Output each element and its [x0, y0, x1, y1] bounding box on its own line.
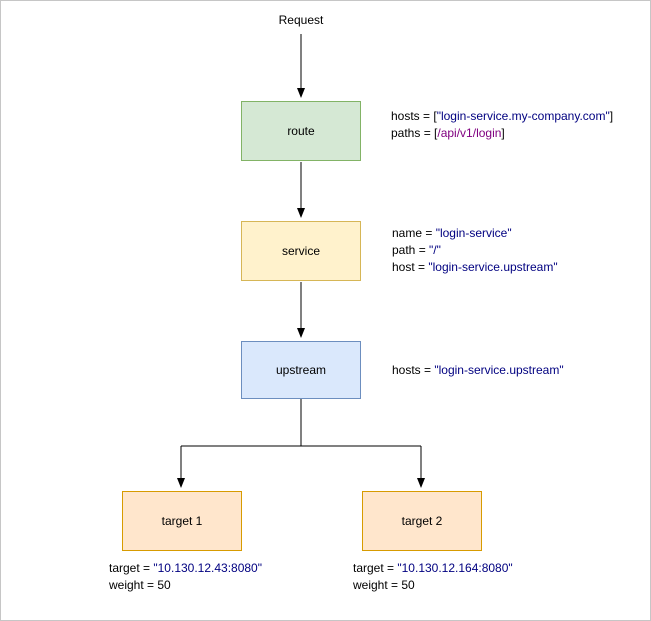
- target1-target-key: target =: [109, 561, 154, 575]
- upstream-hosts-line: hosts = "login-service.upstream": [392, 362, 564, 379]
- node-target1-label: target 1: [161, 514, 203, 528]
- target1-target-line: target = "10.130.12.43:8080": [109, 560, 262, 577]
- route-paths-key: paths = [: [391, 126, 438, 140]
- target2-annotation: target = "10.130.12.164:8080" weight = 5…: [353, 560, 513, 594]
- route-paths-close: ]: [501, 126, 505, 140]
- service-host-line: host = "login-service.upstream": [392, 259, 558, 276]
- target2-weight-line: weight = 50: [353, 578, 415, 592]
- node-target2: target 2: [362, 491, 482, 551]
- upstream-hosts-key: hosts =: [392, 363, 435, 377]
- node-service-label: service: [281, 244, 320, 258]
- node-upstream-label: upstream: [275, 363, 327, 377]
- route-paths-line: paths = [/api/v1/login]: [391, 125, 613, 142]
- node-upstream: upstream: [241, 341, 361, 399]
- target2-target-line: target = "10.130.12.164:8080": [353, 560, 513, 577]
- target2-target-value: "10.130.12.164:8080": [397, 561, 513, 575]
- service-annotation: name = "login-service" path = "/" host =…: [392, 225, 558, 276]
- route-hosts-value: "login-service.my-company.com": [436, 109, 610, 123]
- request-label: Request: [278, 13, 324, 27]
- edge-upstream-branch: [181, 399, 421, 447]
- target2-target-key: target =: [353, 561, 398, 575]
- upstream-annotation: hosts = "login-service.upstream": [392, 362, 564, 379]
- node-route: route: [241, 101, 361, 161]
- upstream-hosts-value: "login-service.upstream": [434, 363, 564, 377]
- service-path-line: path = "/": [392, 242, 558, 259]
- service-name-key: name =: [392, 226, 436, 240]
- service-name-line: name = "login-service": [392, 225, 558, 242]
- target1-target-value: "10.130.12.43:8080": [153, 561, 262, 575]
- route-annotation: hosts = ["login-service.my-company.com"]…: [391, 108, 613, 142]
- route-hosts-close: ]: [609, 109, 614, 123]
- node-target1: target 1: [122, 491, 242, 551]
- service-path-value: "/": [429, 243, 441, 257]
- node-service: service: [241, 221, 361, 281]
- service-path-key: path =: [392, 243, 430, 257]
- service-name-value: "login-service": [435, 226, 512, 240]
- target1-weight-line: weight = 50: [109, 578, 171, 592]
- service-host-key: host =: [392, 260, 429, 274]
- node-route-label: route: [287, 124, 315, 138]
- service-host-value: "login-service.upstream": [428, 260, 558, 274]
- route-hosts-key: hosts = [: [391, 109, 437, 123]
- route-hosts-line: hosts = ["login-service.my-company.com"]: [391, 108, 613, 125]
- target1-annotation: target = "10.130.12.43:8080" weight = 50: [109, 560, 262, 594]
- route-paths-value: /api/v1/login: [437, 126, 502, 140]
- node-target2-label: target 2: [401, 514, 443, 528]
